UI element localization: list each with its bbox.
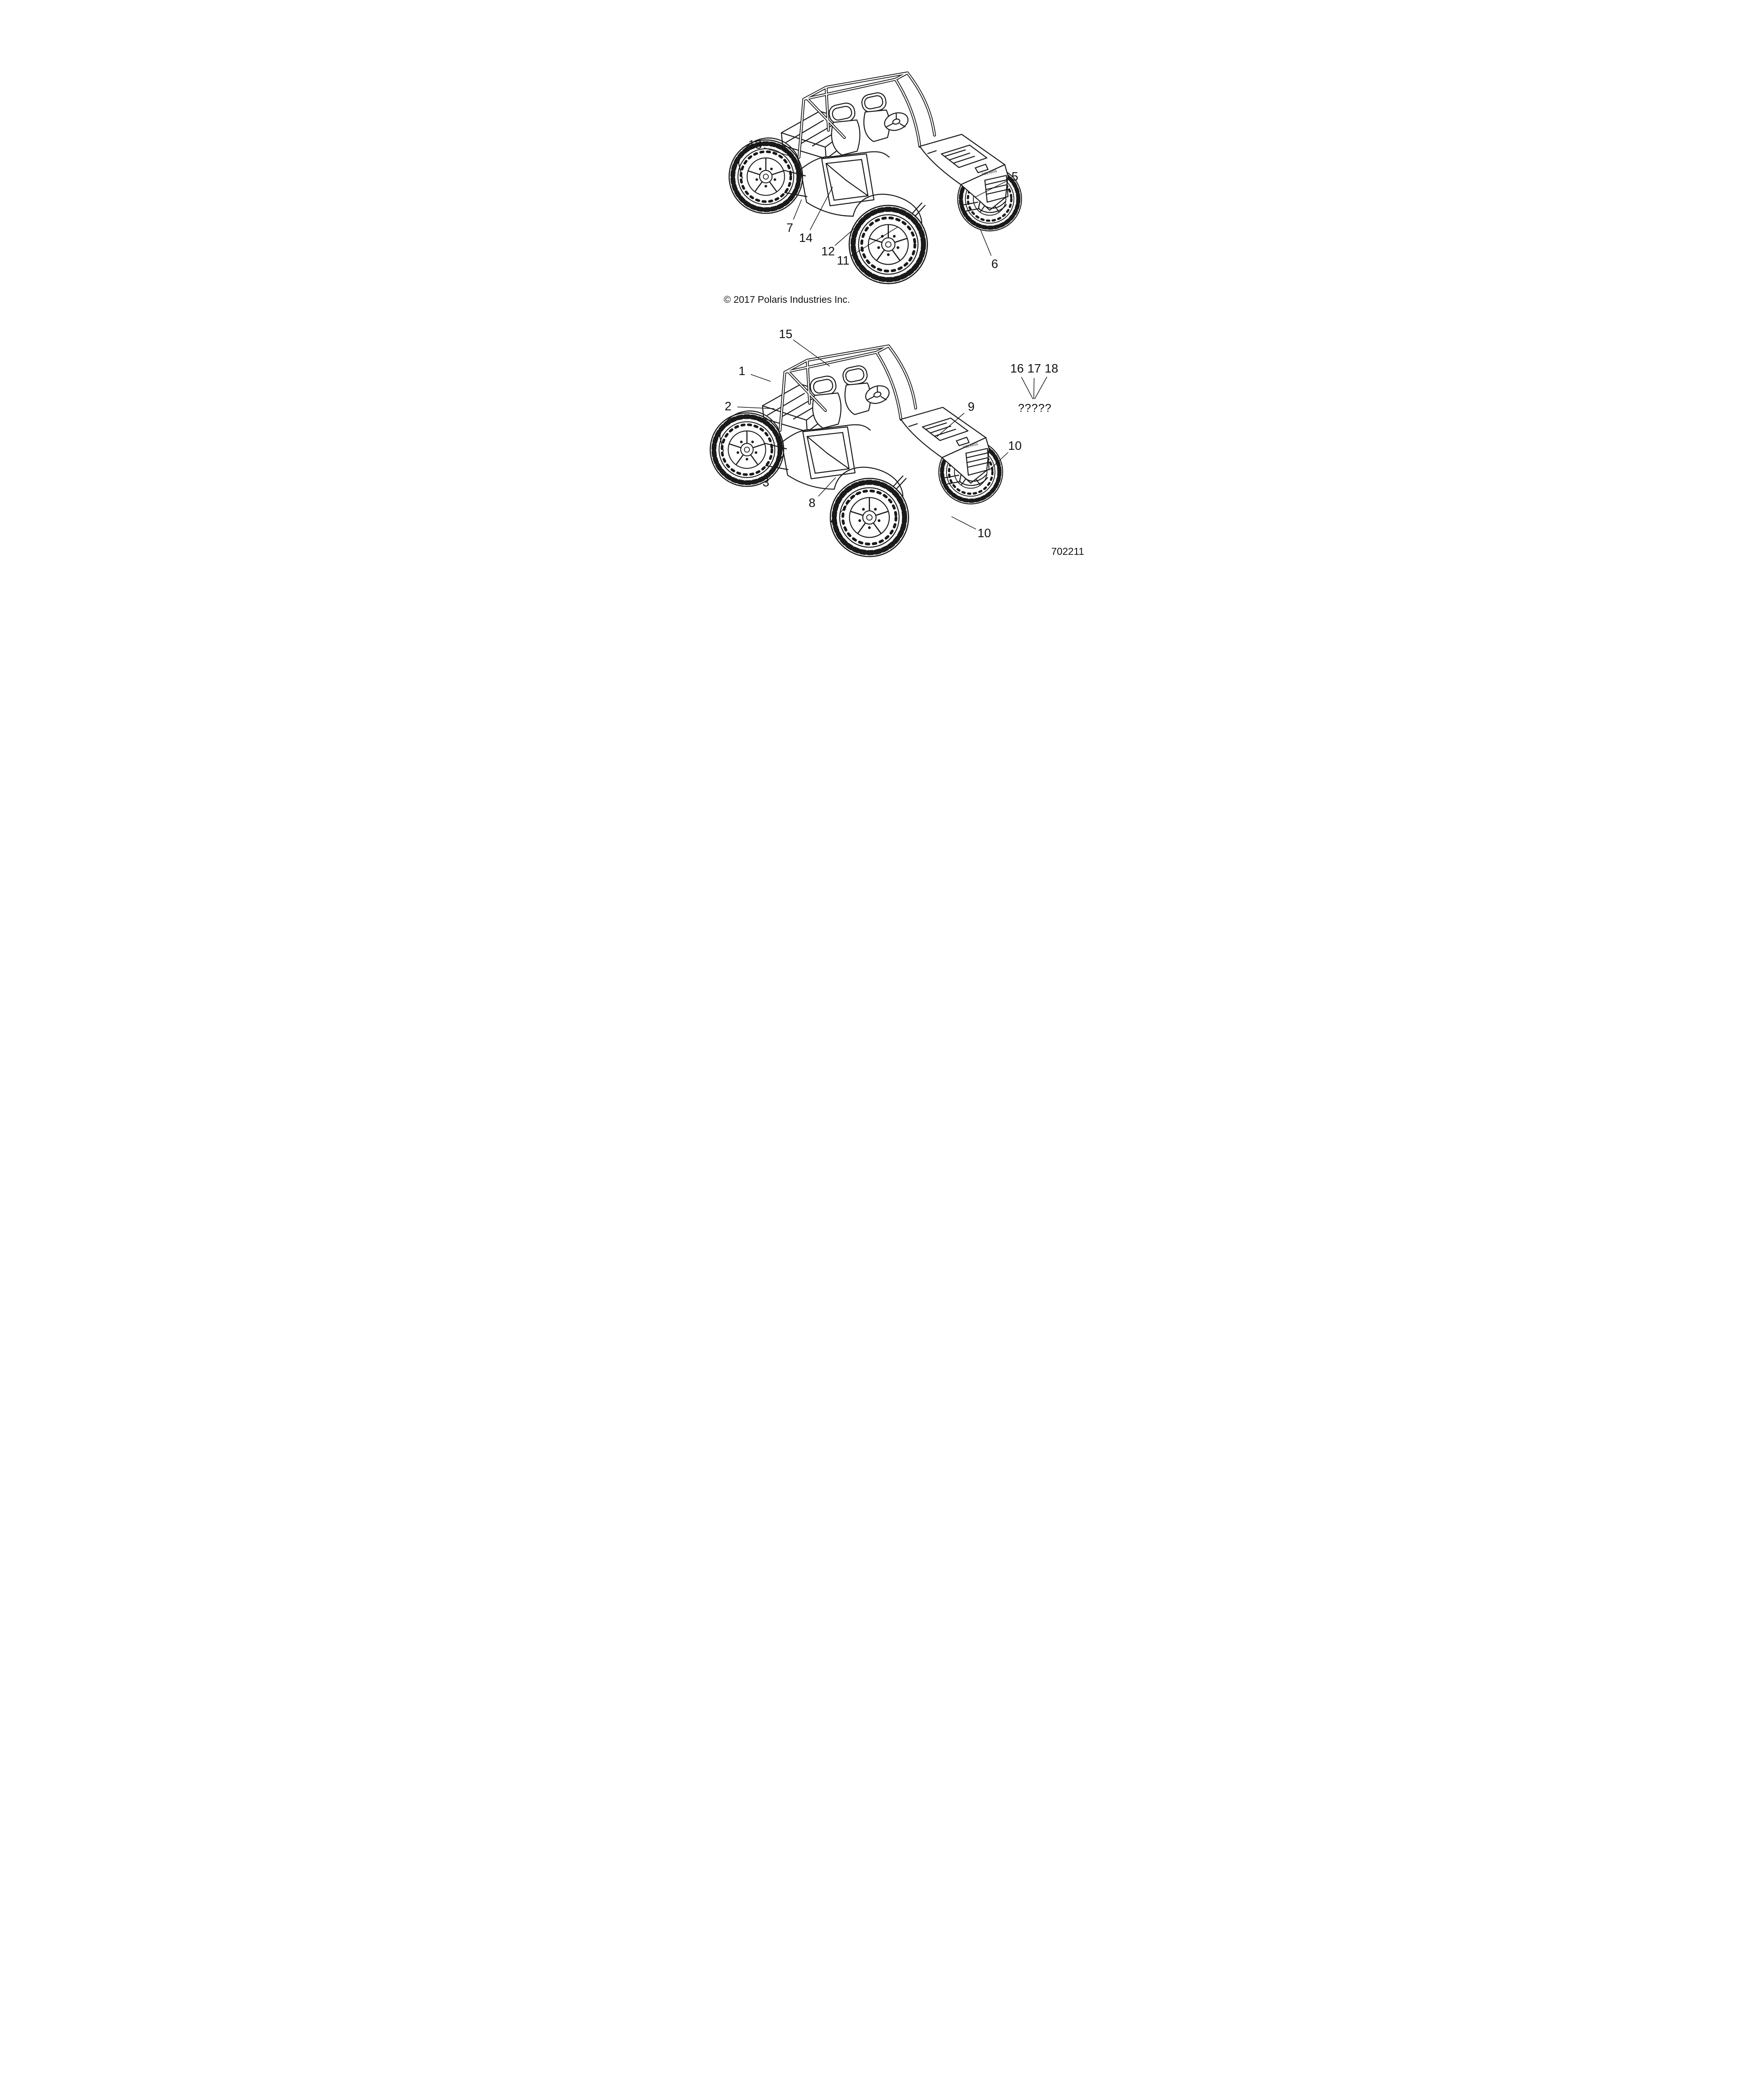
- callout-label-14: 14: [799, 231, 812, 245]
- callout-label-18: 18: [1044, 362, 1058, 375]
- callout-label-16: 16: [1010, 362, 1023, 375]
- callout-label-17: 17: [1027, 362, 1041, 375]
- callout-label-2: 2: [724, 400, 731, 413]
- callout-label-10: 10: [977, 527, 991, 540]
- callout-leader-18: [1034, 376, 1047, 399]
- callout-leader-13: [763, 147, 788, 156]
- unknown-parts-marker: ?????: [1018, 402, 1052, 415]
- callout-label-4: 4: [830, 514, 837, 527]
- callout-label-1: 1: [738, 365, 745, 378]
- copyright-notice: © 2017 Polaris Industries Inc.: [723, 294, 850, 305]
- callout-leader-3: [770, 455, 784, 475]
- callout-label-13: 13: [748, 138, 761, 152]
- vehicle-bottom-view: [710, 346, 1002, 557]
- callout-leader-10: [951, 516, 976, 530]
- callout-label-7: 7: [786, 221, 793, 235]
- callout-leader-10: [988, 452, 1008, 470]
- callout-leader-7: [793, 199, 802, 220]
- callout-label-5: 5: [1011, 170, 1018, 184]
- callout-leader-11: [850, 227, 897, 257]
- callout-leader-6: [980, 229, 991, 256]
- callout-label-11: 11: [836, 254, 849, 268]
- callout-leader-lines: [737, 147, 1047, 530]
- vehicle-top-view: [729, 73, 1021, 284]
- callout-leader-15: [792, 339, 830, 367]
- callout-leader-12: [834, 218, 865, 246]
- callout-label-8: 8: [808, 496, 815, 510]
- callout-leader-4: [839, 492, 858, 514]
- callout-label-6: 6: [991, 257, 998, 271]
- callout-leader-16: [1021, 377, 1033, 399]
- callout-leader-5: [974, 181, 1007, 198]
- callout-leader-8: [818, 477, 836, 497]
- callout-label-9: 9: [967, 400, 974, 414]
- drawing-number: 702211: [1051, 546, 1084, 557]
- callout-label-12: 12: [821, 245, 834, 258]
- callout-leader-9: [936, 412, 965, 437]
- callout-label-10: 10: [1008, 439, 1021, 453]
- callout-leader-1: [750, 374, 771, 382]
- callout-leader-2: [737, 407, 774, 409]
- callout-leader-14: [810, 186, 833, 230]
- callout-label-3: 3: [762, 476, 769, 489]
- callout-label-15: 15: [778, 328, 792, 341]
